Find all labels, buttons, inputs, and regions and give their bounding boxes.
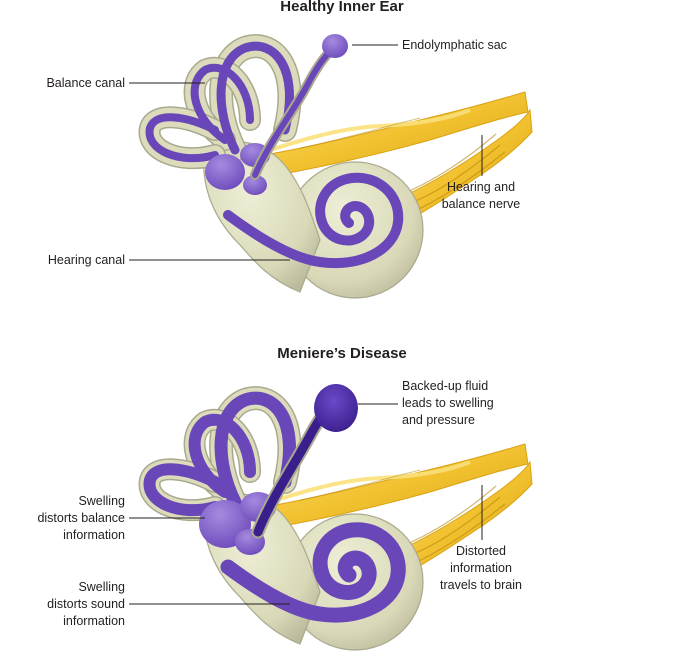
label-sound-line-2: distorts sound <box>47 597 125 611</box>
swollen-cochlear-duct <box>220 522 406 623</box>
label-nerve-line-1: Hearing and <box>447 180 515 194</box>
endolymphatic-sac <box>322 34 348 58</box>
label-sound-line-1: Swelling <box>78 580 125 594</box>
label-nerve-line-2: balance nerve <box>442 197 521 211</box>
label-fluid-line-2: leads to swelling <box>402 396 494 410</box>
label-balance-line-2: distorts balance <box>37 511 125 525</box>
label-balance-line-1: Swelling <box>78 494 125 508</box>
label-balance-line-3: information <box>63 528 125 542</box>
label-hearing-canal: Hearing canal <box>48 253 125 267</box>
menieres-ear-illustration <box>150 384 534 650</box>
label-fluid-line-1: Backed-up fluid <box>402 379 488 393</box>
swollen-endolymphatic-sac <box>314 384 358 432</box>
label-distorted-line-1: Distorted <box>456 544 506 558</box>
label-fluid-line-3: and pressure <box>402 413 475 427</box>
label-sound-line-3: information <box>63 614 125 628</box>
healthy-ear-illustration <box>150 34 534 298</box>
label-distorted-line-3: travels to brain <box>440 578 522 592</box>
label-balance-canal: Balance canal <box>46 76 125 90</box>
label-endolymphatic-sac: Endolymphatic sac <box>402 38 507 52</box>
label-distorted-line-2: information <box>450 561 512 575</box>
panel-1-title: Healthy Inner Ear <box>280 0 404 15</box>
panel-2-title: Meniere’s Disease <box>277 345 407 362</box>
